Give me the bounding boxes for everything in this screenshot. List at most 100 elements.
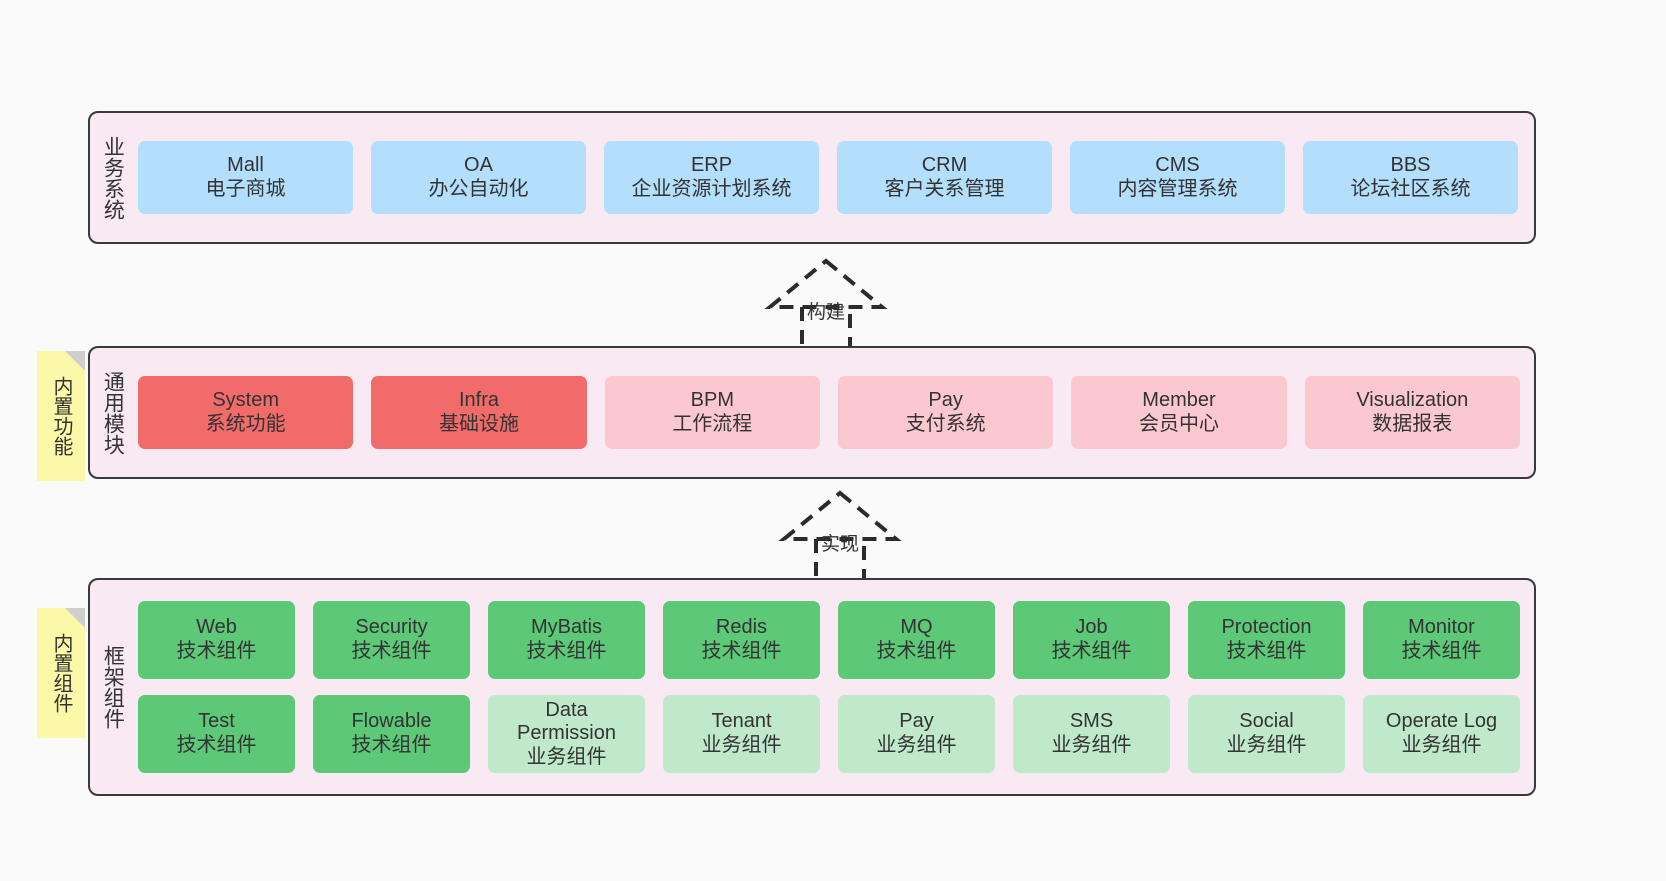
card-web-subtitle: 技术组件 xyxy=(176,640,257,662)
card-bbs-subtitle: 论坛社区系统 xyxy=(1350,177,1471,200)
layer-framework-component-body: Web 技术组件 Security 技术组件 MyBatis 技术组件 Redi… xyxy=(134,580,1534,794)
card-pay-module-subtitle: 支付系统 xyxy=(905,412,986,435)
card-system-title: System xyxy=(212,388,279,411)
card-crm-subtitle: 客户关系管理 xyxy=(884,177,1005,200)
card-mall-title: Mall xyxy=(227,153,264,176)
card-infra-subtitle: 基础设施 xyxy=(438,412,519,435)
framework-card-row-2: Test 技术组件 Flowable 技术组件 Data Permission … xyxy=(138,695,1520,773)
card-system-subtitle: 系统功能 xyxy=(205,412,286,435)
card-test[interactable]: Test 技术组件 xyxy=(138,695,295,773)
connector-realize-label: 实现 xyxy=(820,534,860,555)
card-redis[interactable]: Redis 技术组件 xyxy=(663,601,820,679)
card-sms-subtitle: 业务组件 xyxy=(1051,734,1132,756)
card-crm[interactable]: CRM 客户关系管理 xyxy=(837,141,1052,214)
connector-realize: 实现 xyxy=(760,487,920,587)
card-social-subtitle: 业务组件 xyxy=(1226,734,1307,756)
card-visualization-title: Visualization xyxy=(1356,388,1469,411)
card-flowable-subtitle: 技术组件 xyxy=(351,734,432,756)
card-job-subtitle: 技术组件 xyxy=(1051,640,1132,662)
card-visualization[interactable]: Visualization 数据报表 xyxy=(1304,376,1520,449)
card-social[interactable]: Social 业务组件 xyxy=(1188,695,1345,773)
card-member-subtitle: 会员中心 xyxy=(1138,412,1219,435)
framework-card-row-1: Web 技术组件 Security 技术组件 MyBatis 技术组件 Redi… xyxy=(138,601,1520,679)
card-infra[interactable]: Infra 基础设施 xyxy=(371,376,587,449)
layer-framework-component-label: 框架组件 xyxy=(101,645,125,729)
sticky-note-builtin-features-label: 内置功能 xyxy=(50,376,72,456)
card-member-title: Member xyxy=(1142,388,1216,411)
card-cms-title: CMS xyxy=(1155,153,1200,176)
card-social-title: Social xyxy=(1239,710,1294,733)
card-cms[interactable]: CMS 内容管理系统 xyxy=(1070,141,1285,214)
card-oa-subtitle: 办公自动化 xyxy=(428,177,529,200)
card-bbs[interactable]: BBS 论坛社区系统 xyxy=(1303,141,1518,214)
sticky-note-builtin-features[interactable]: 内置功能 xyxy=(37,351,85,481)
card-monitor-subtitle: 技术组件 xyxy=(1401,640,1482,662)
card-security-subtitle: 技术组件 xyxy=(351,640,432,662)
card-protection-title: Protection xyxy=(1221,616,1312,639)
card-bpm-subtitle: 工作流程 xyxy=(672,412,753,435)
connector-build-graphic xyxy=(764,258,888,353)
layer-common-module-label: 通用模块 xyxy=(101,370,125,455)
card-job[interactable]: Job 技术组件 xyxy=(1013,601,1170,679)
card-pay-module[interactable]: Pay 支付系统 xyxy=(837,376,1054,449)
card-pay-component[interactable]: Pay 业务组件 xyxy=(838,695,995,773)
layer-business-system-body: Mall 电子商城 OA 办公自动化 ERP 企业资源计划系统 CRM 客户关系… xyxy=(134,113,1534,242)
card-tenant[interactable]: Tenant 业务组件 xyxy=(663,695,820,773)
card-mybatis-title: MyBatis xyxy=(530,616,603,639)
card-sms[interactable]: SMS 业务组件 xyxy=(1013,695,1170,773)
connector-realize-graphic xyxy=(778,490,902,585)
card-bpm[interactable]: BPM 工作流程 xyxy=(604,376,820,449)
card-monitor[interactable]: Monitor 技术组件 xyxy=(1363,601,1520,679)
card-monitor-title: Monitor xyxy=(1408,616,1475,639)
card-operate-log-title: Operate Log xyxy=(1385,710,1498,733)
card-erp-title: ERP xyxy=(690,153,733,176)
card-security-title: Security xyxy=(355,616,428,639)
card-job-title: Job xyxy=(1075,616,1108,639)
card-oa-title: OA xyxy=(464,153,493,176)
card-mq-subtitle: 技术组件 xyxy=(876,640,957,662)
card-cms-subtitle: 内容管理系统 xyxy=(1117,177,1238,200)
card-infra-title: Infra xyxy=(458,388,499,411)
card-data-permission-subtitle: 业务组件 xyxy=(526,745,607,768)
card-erp[interactable]: ERP 企业资源计划系统 xyxy=(604,141,819,214)
layer-business-system[interactable]: 业务系统 Mall 电子商城 OA 办公自动化 ERP 企业资源计划系统 CRM… xyxy=(88,111,1536,244)
sticky-note-builtin-components-label: 内置组件 xyxy=(50,633,72,713)
card-data-permission[interactable]: Data Permission 业务组件 xyxy=(488,695,645,773)
card-web[interactable]: Web 技术组件 xyxy=(138,601,295,679)
card-redis-title: Redis xyxy=(715,616,768,639)
layer-business-system-label: 业务系统 xyxy=(101,135,125,220)
card-tenant-title: Tenant xyxy=(711,710,772,733)
card-crm-title: CRM xyxy=(921,153,968,176)
connector-build-label: 构建 xyxy=(806,302,846,323)
layer-common-module[interactable]: 通用模块 System 系统功能 Infra 基础设施 BPM 工作流程 Pay… xyxy=(88,346,1536,479)
card-flowable[interactable]: Flowable 技术组件 xyxy=(313,695,470,773)
business-card-row: Mall 电子商城 OA 办公自动化 ERP 企业资源计划系统 CRM 客户关系… xyxy=(138,141,1518,214)
card-oa[interactable]: OA 办公自动化 xyxy=(371,141,586,214)
layer-framework-component[interactable]: 框架组件 Web 技术组件 Security 技术组件 MyBatis 技术组件… xyxy=(88,578,1536,796)
card-security[interactable]: Security 技术组件 xyxy=(313,601,470,679)
card-sms-title: SMS xyxy=(1069,710,1114,733)
sticky-note-builtin-components[interactable]: 内置组件 xyxy=(37,608,85,738)
common-card-row: System 系统功能 Infra 基础设施 BPM 工作流程 Pay 支付系统… xyxy=(138,376,1520,449)
card-flowable-title: Flowable xyxy=(351,710,432,733)
card-data-permission-title: Data Permission xyxy=(517,698,616,745)
card-pay-module-title: Pay xyxy=(928,388,963,411)
card-test-title: Test xyxy=(198,710,235,733)
card-mq-title: MQ xyxy=(900,616,933,639)
card-system[interactable]: System 系统功能 xyxy=(138,376,354,449)
card-protection[interactable]: Protection 技术组件 xyxy=(1188,601,1345,679)
card-bbs-title: BBS xyxy=(1390,153,1431,176)
card-member[interactable]: Member 会员中心 xyxy=(1071,376,1287,449)
card-mybatis[interactable]: MyBatis 技术组件 xyxy=(488,601,645,679)
card-mall[interactable]: Mall 电子商城 xyxy=(138,141,353,214)
card-test-subtitle: 技术组件 xyxy=(176,734,257,756)
card-erp-subtitle: 企业资源计划系统 xyxy=(631,177,792,200)
card-mall-subtitle: 电子商城 xyxy=(205,177,286,200)
card-redis-subtitle: 技术组件 xyxy=(701,640,782,662)
card-visualization-subtitle: 数据报表 xyxy=(1372,412,1453,435)
card-pay-component-title: Pay xyxy=(899,710,934,733)
card-mq[interactable]: MQ 技术组件 xyxy=(838,601,995,679)
layer-common-module-body: System 系统功能 Infra 基础设施 BPM 工作流程 Pay 支付系统… xyxy=(134,348,1534,477)
card-operate-log[interactable]: Operate Log 业务组件 xyxy=(1363,695,1520,773)
